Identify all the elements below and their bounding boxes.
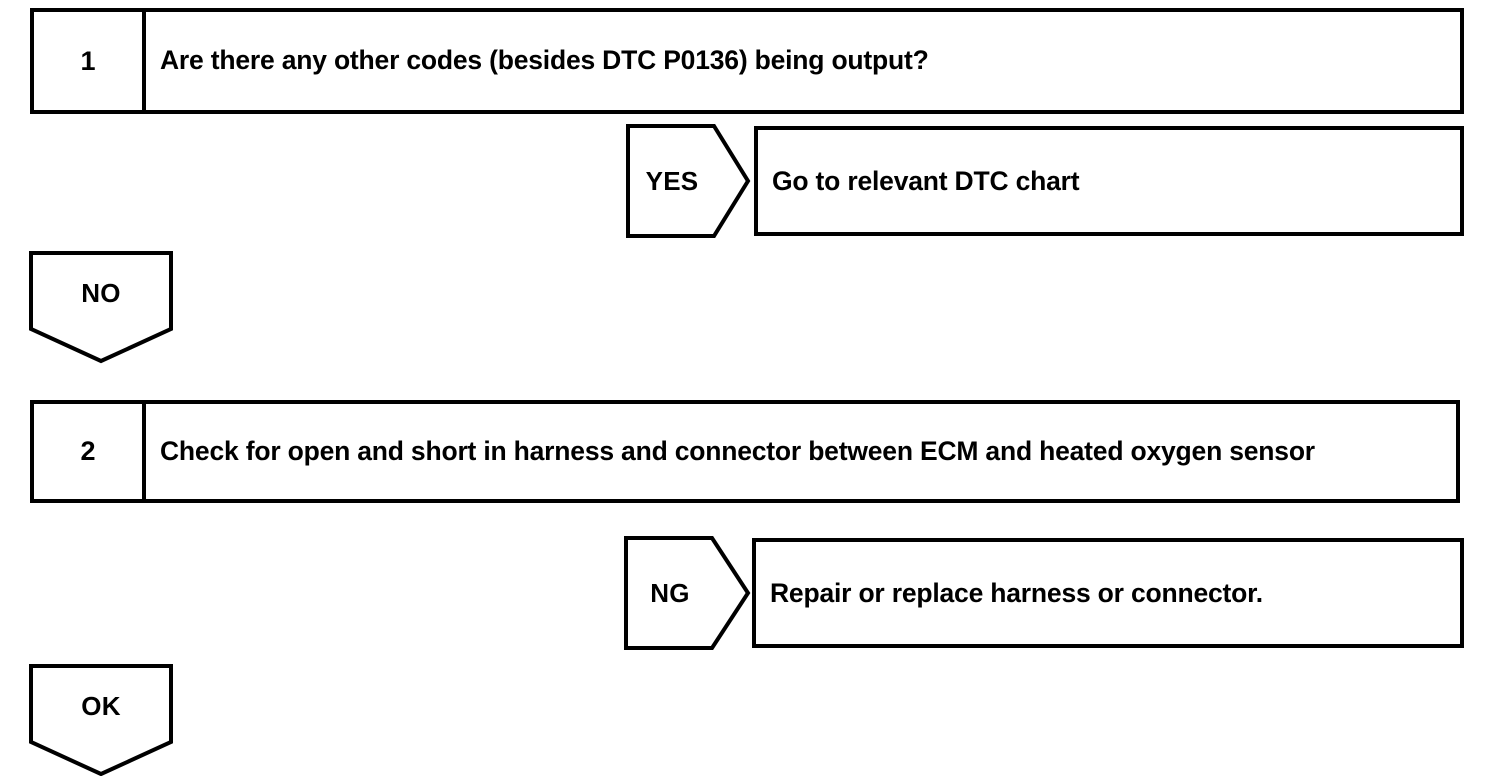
branch-ng: NG [624,536,751,650]
step-number-1: 1 [34,12,146,110]
step-box-1: 1 Are there any other codes (besides DTC… [30,8,1464,114]
step-text-1: Are there any other codes (besides DTC P… [160,45,929,76]
step-text-2: Check for open and short in harness and … [160,435,1315,466]
branch-ng-pentagon-icon [624,536,751,650]
branch-yes: YES [626,124,751,238]
step-box-2: 2 Check for open and short in harness an… [30,400,1460,503]
result-text-ng: Repair or replace harness or connector. [770,577,1263,608]
step-number-2: 2 [34,404,146,499]
result-box-yes: Go to relevant DTC chart [754,126,1464,236]
branch-no-pentagon-icon [29,251,173,364]
branch-yes-pentagon-icon [626,124,751,238]
branch-ok-pentagon-icon [29,664,173,776]
result-text-yes: Go to relevant DTC chart [772,165,1080,196]
branch-ok: OK [29,664,173,776]
result-box-ng: Repair or replace harness or connector. [752,538,1464,648]
branch-no: NO [29,251,173,364]
